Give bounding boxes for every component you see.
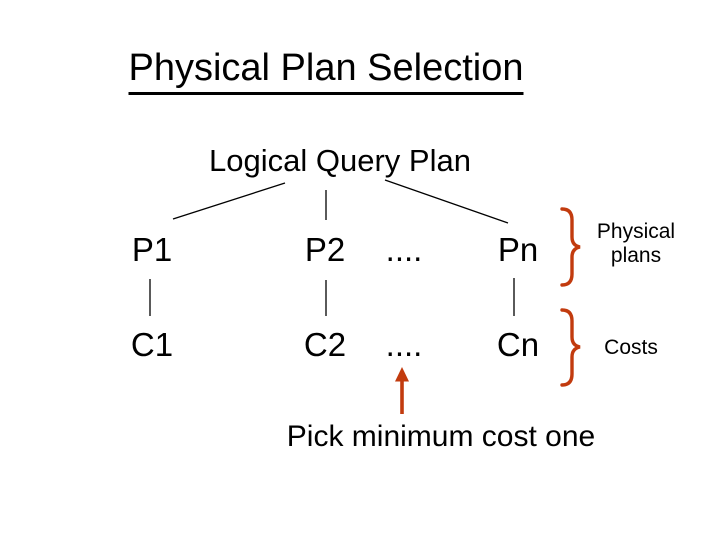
tree-edge-left (172, 182, 286, 220)
physical-plans-label-line2: plans (610, 243, 662, 267)
plan-row-ellipsis: .... (385, 231, 423, 268)
cost-row-ellipsis: .... (385, 326, 423, 363)
cost-node-cn: Cn (496, 326, 540, 363)
logical-query-plan-label: Logical Query Plan (209, 143, 471, 178)
caption-pick-minimum-cost: Pick minimum cost one (286, 420, 596, 453)
physical-plans-label-line1: Physical (596, 220, 676, 243)
costs-brace-icon (560, 308, 581, 387)
up-arrow-head (395, 367, 409, 382)
physical-plans-label: Physical plans (597, 220, 675, 267)
cost-node-c1: C1 (130, 326, 174, 363)
cost-node-c2: C2 (303, 326, 347, 363)
plan-node-p1: P1 (131, 231, 173, 268)
costs-label: Costs (604, 336, 658, 359)
tree-edge-right (384, 179, 509, 224)
physical-plans-brace-icon (560, 207, 581, 287)
plan-node-p2: P2 (304, 231, 346, 268)
page-title: Physical Plan Selection (128, 48, 524, 95)
up-arrow-icon (395, 367, 409, 414)
plan-node-pn: Pn (497, 231, 539, 268)
